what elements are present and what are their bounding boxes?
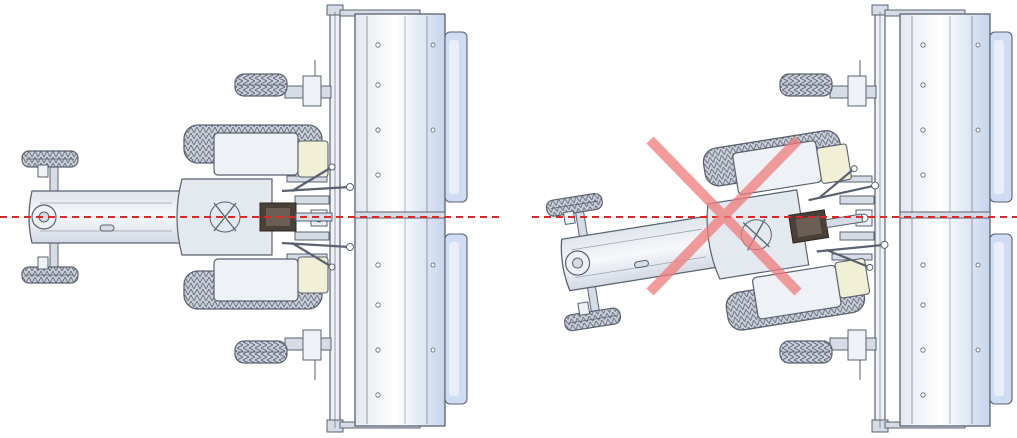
cross-out-icon bbox=[646, 136, 802, 296]
panel-correct-alignment bbox=[20, 4, 468, 433]
tractor-right-angled bbox=[540, 122, 899, 359]
panel-incorrect-alignment bbox=[540, 4, 1013, 433]
